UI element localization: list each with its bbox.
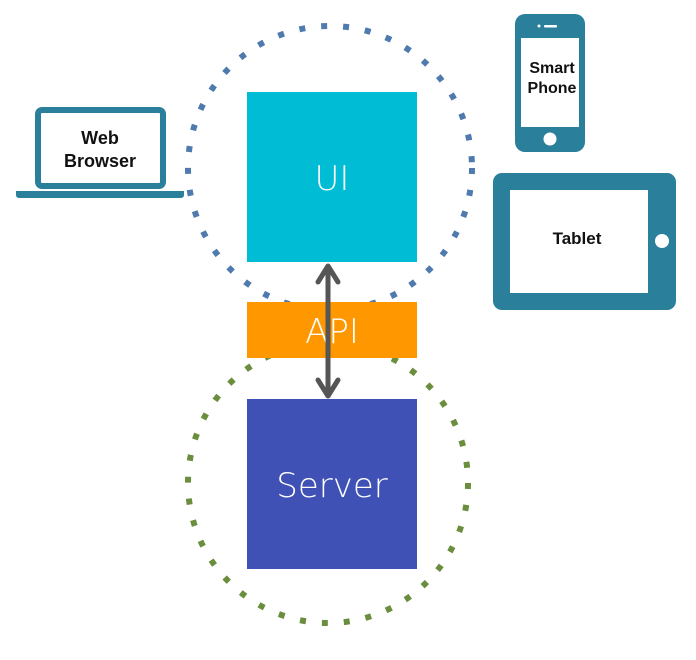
tablet-screen-icon	[510, 190, 648, 293]
server-ring	[185, 340, 471, 626]
web-browser-label-line1: Web	[81, 128, 119, 148]
smart-phone-device[interactable]: Smart Phone	[515, 14, 585, 152]
api-label: API	[305, 312, 359, 352]
ui-label: UI	[315, 159, 350, 199]
server-box[interactable]	[247, 399, 417, 569]
server-label: Server	[276, 466, 388, 506]
api-box[interactable]	[247, 302, 417, 358]
tablet-device[interactable]: Tablet	[493, 173, 676, 310]
ui-box[interactable]	[247, 92, 417, 262]
web-browser-label-line2: Browser	[64, 151, 136, 171]
phone-home-button-icon	[543, 132, 557, 146]
phone-speaker-icon	[544, 25, 557, 28]
tablet-label: Tablet	[553, 229, 602, 248]
laptop-screen-icon	[35, 107, 166, 189]
phone-screen-icon	[521, 38, 579, 127]
laptop-base-icon	[16, 191, 184, 198]
smart-phone-label-line1: Smart	[529, 60, 575, 77]
web-browser-device[interactable]: Web Browser	[16, 107, 184, 198]
phone-camera-icon	[537, 24, 541, 28]
bidirectional-arrow	[315, 263, 341, 399]
tablet-home-button-icon	[655, 234, 669, 248]
smart-phone-label-line2: Phone	[528, 80, 577, 97]
